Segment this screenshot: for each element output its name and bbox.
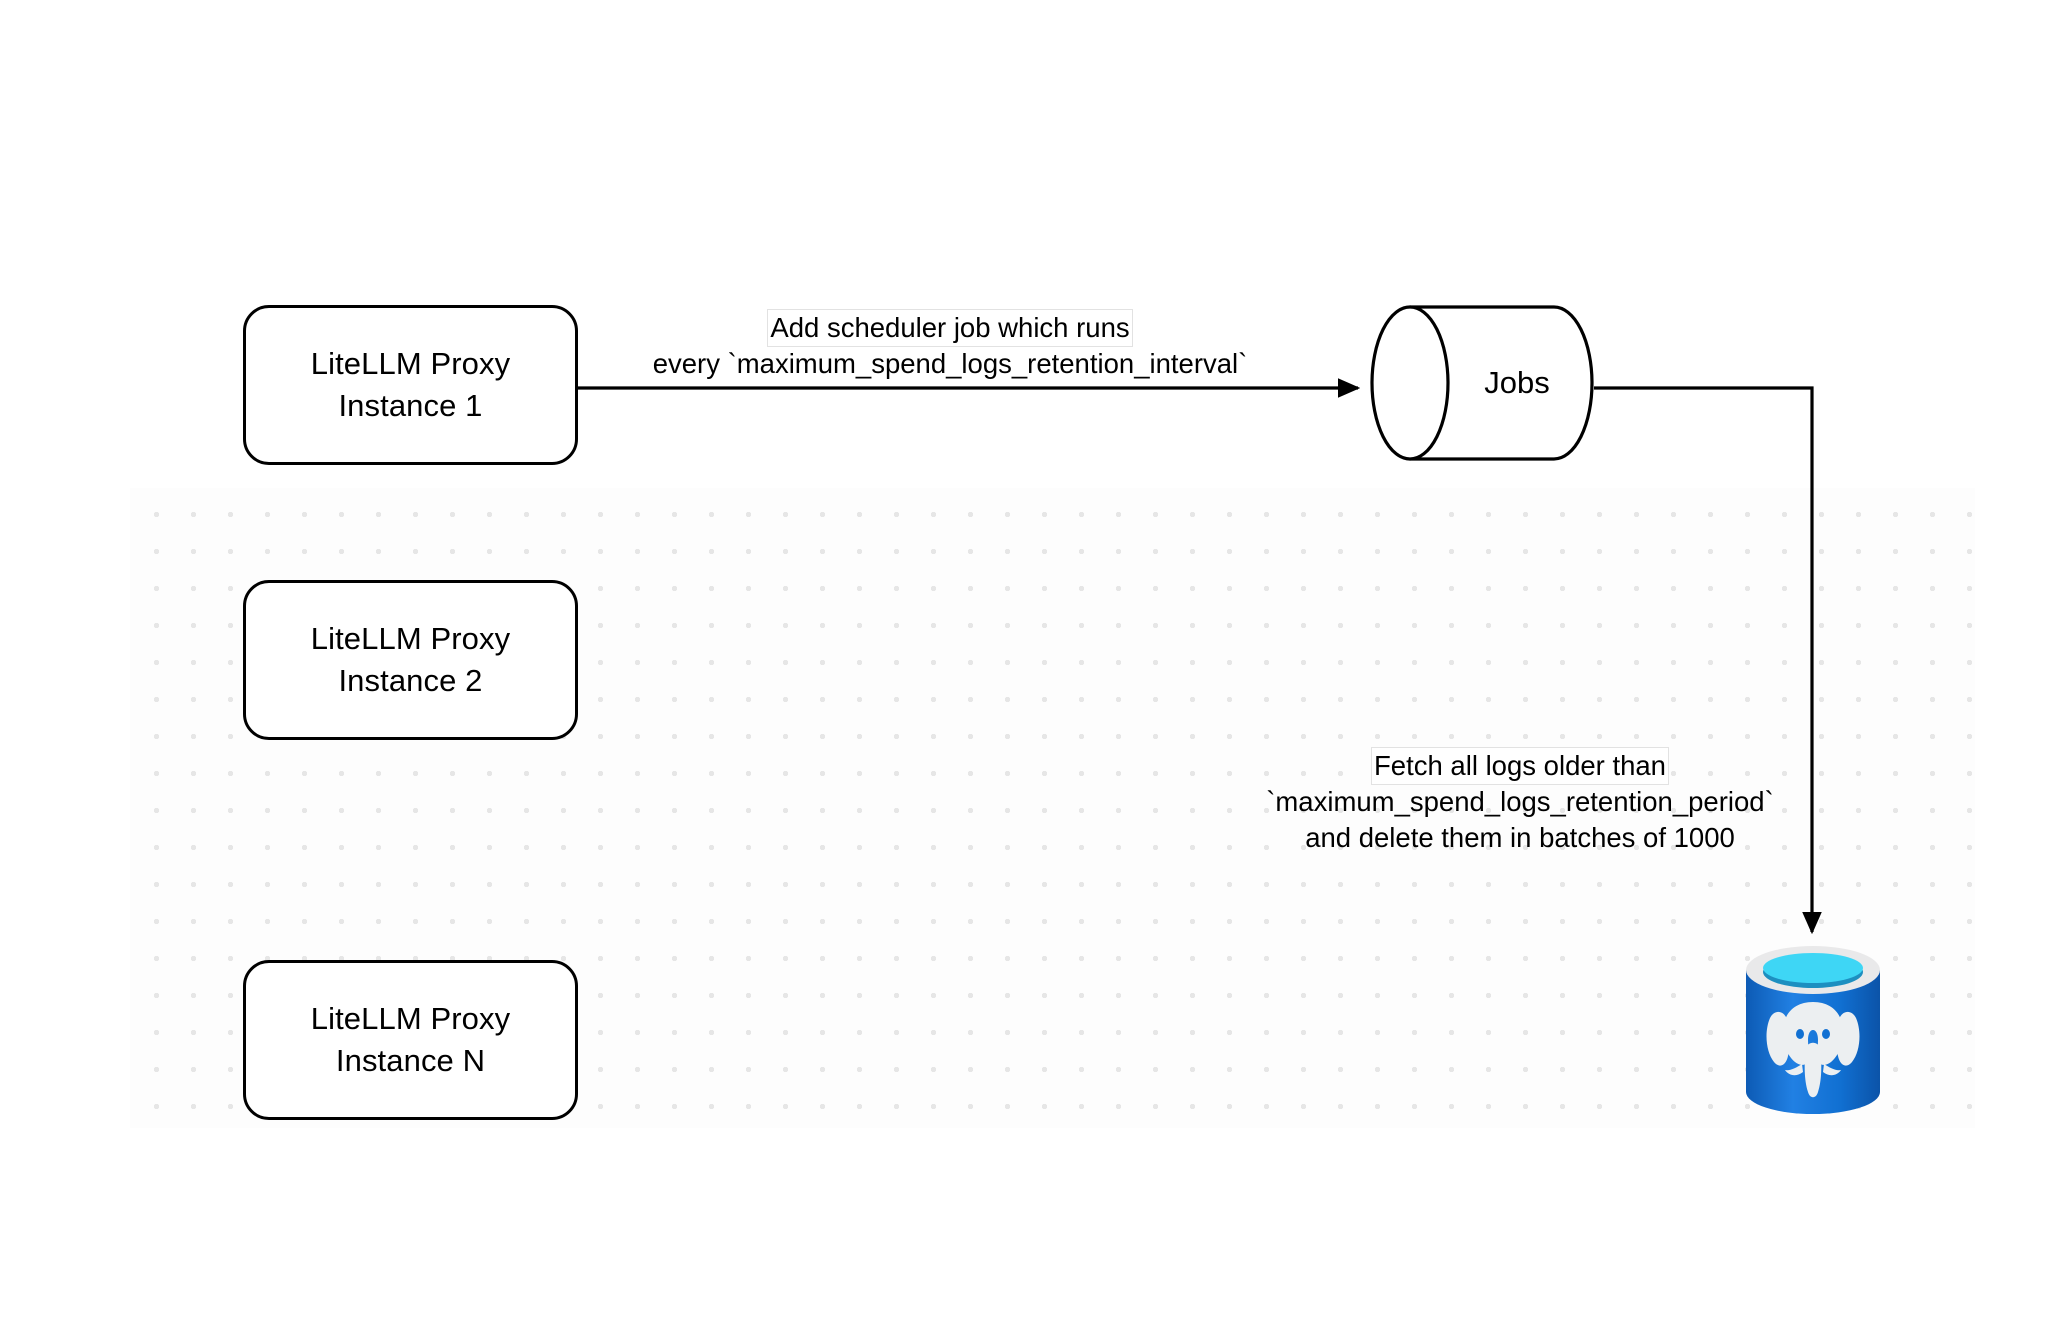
node-litellm-proxy-instance-1[interactable]: LiteLLM Proxy Instance 1 [243,305,578,465]
proxy-2-line-1: LiteLLM Proxy [310,620,511,656]
jobs-node-label: Jobs [1484,365,1550,400]
proxy-n-line-1: LiteLLM Proxy [310,1000,511,1036]
node-litellm-proxy-instance-2[interactable]: LiteLLM Proxy Instance 2 [243,580,578,740]
node-jobs-cylinder[interactable]: Jobs [1370,304,1594,462]
fetch-label-line-3: and delete them in batches of 1000 [1305,821,1735,853]
edge-label-scheduler: Add scheduler job which runs every `maxi… [600,310,1300,382]
jobs-cylinder-shape [1370,305,1594,461]
proxy-1-line-1: LiteLLM Proxy [310,345,511,381]
scheduler-label-line-2: every `maximum_spend_logs_retention_inte… [652,347,1248,379]
edge-jobs-to-postgres [1594,386,1822,935]
scheduler-label-line-1: Add scheduler job which runs [768,310,1132,346]
node-litellm-proxy-instance-n[interactable]: LiteLLM Proxy Instance N [243,960,578,1120]
node-postgres-database[interactable] [1738,940,1888,1122]
fetch-label-line-1: Fetch all logs older than [1372,748,1668,784]
elephant-glyph [1766,1002,1860,1098]
proxy-2-line-2: Instance 2 [338,663,483,698]
elephant-eyes [1796,1029,1830,1039]
proxy-n-line-2: Instance N [335,1043,486,1078]
edge-label-fetch-delete: Fetch all logs older than `maximum_spend… [1240,748,1800,855]
fetch-label-line-2: `maximum_spend_logs_retention_period` [1266,785,1774,817]
proxy-1-line-2: Instance 1 [338,388,483,423]
postgresql-elephant-icon [1746,946,1880,1114]
